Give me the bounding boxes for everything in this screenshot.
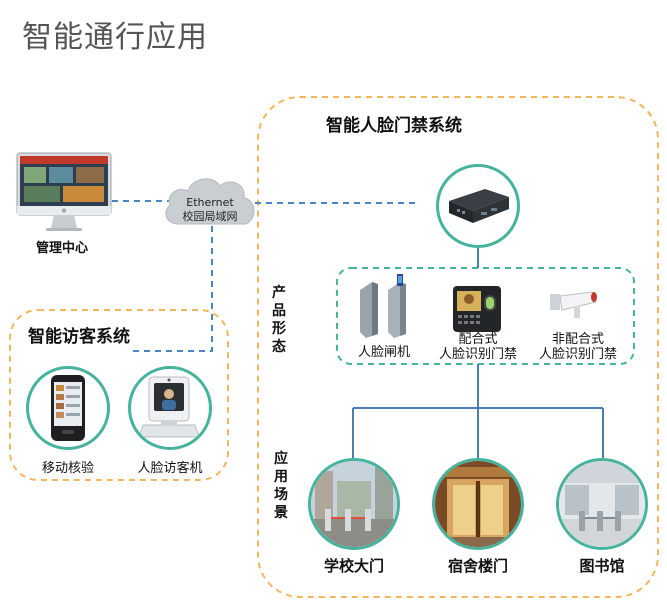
visitor-kiosk-label: 人脸访客机 [137, 461, 203, 476]
library-label: 图书馆 [579, 557, 625, 575]
face-system-title: 智能人脸门禁系统 [326, 116, 462, 136]
visitor-kiosk-circle [128, 366, 212, 450]
library-photo [559, 461, 645, 547]
network-label-line2: 校园局域网 [182, 210, 238, 223]
product-noncoop-label-line2: 人脸识别门禁 [538, 347, 617, 362]
cloud-icon [165, 178, 255, 225]
dorm-door-circle [432, 458, 524, 550]
link-cloud-visitor [130, 226, 213, 352]
dorm-door-photo [435, 461, 521, 547]
face-system-boundary [257, 96, 659, 598]
network-label: Ethernet 校园局域网 [170, 196, 250, 224]
bullet-camera-icon [550, 291, 597, 318]
face-access-terminal-icon [453, 286, 501, 332]
server-circle [436, 164, 520, 248]
library-circle [556, 458, 648, 550]
product-forms-label: 产品形态 [272, 285, 286, 355]
network-label-line1: Ethernet [186, 196, 234, 209]
visitor-kiosk-icon [138, 376, 200, 438]
school-gate-label: 学校大门 [323, 557, 384, 575]
visitor-system-boundary [9, 309, 229, 481]
school-gate-circle [308, 458, 400, 550]
monitor-icon [16, 152, 112, 231]
face-turnstile-icon [360, 274, 406, 338]
mobile-verify-label: 移动核验 [41, 461, 94, 476]
product-turnstile-label: 人脸闸机 [357, 345, 410, 360]
product-coop-label-line1: 配合式 [458, 332, 498, 347]
product-noncoop-label: 非配合式 人脸识别门禁 [530, 332, 626, 362]
visitor-system-title: 智能访客系统 [28, 327, 130, 347]
mobile-terminal-icon [51, 375, 85, 441]
server-icon [449, 189, 509, 223]
page-title: 智能通行应用 [22, 20, 208, 55]
management-center-label: 管理中心 [35, 241, 88, 256]
product-noncoop-label-line1: 非配合式 [551, 332, 604, 347]
product-forms-boundary [336, 267, 635, 365]
school-gate-photo [311, 461, 397, 547]
product-coop-label-line2: 人脸识别门禁 [438, 347, 517, 362]
dorm-door-label: 宿舍楼门 [447, 557, 508, 575]
product-coop-label: 配合式 人脸识别门禁 [432, 332, 524, 362]
mobile-verify-circle [26, 366, 110, 450]
scenarios-label: 应用场景 [274, 451, 288, 521]
